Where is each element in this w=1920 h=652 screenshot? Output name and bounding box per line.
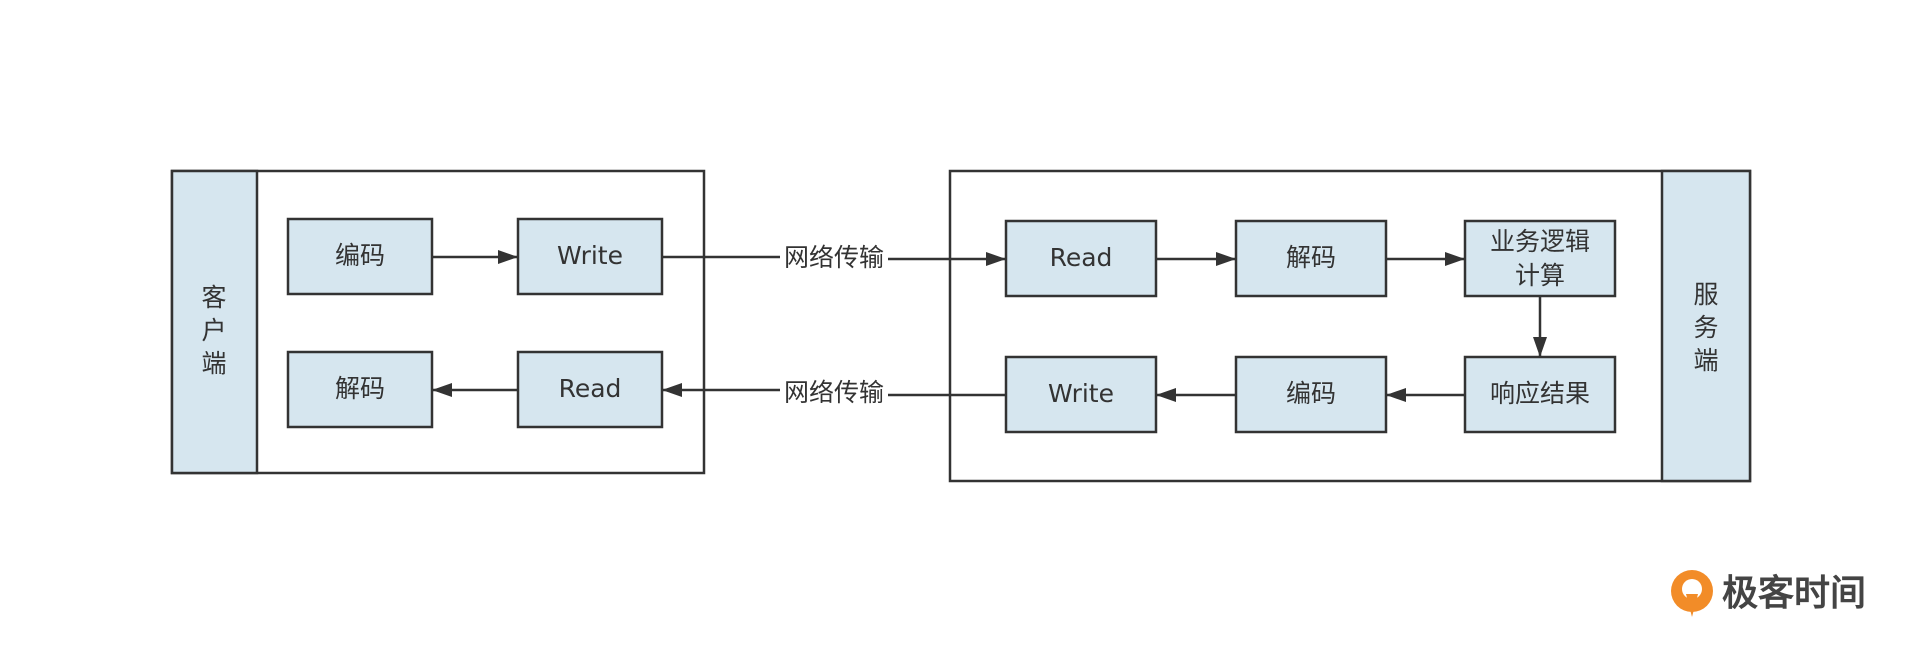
logo-text: 极客时间 — [1722, 573, 1866, 614]
server-label-3: 端 — [1693, 346, 1718, 375]
geektime-logo-icon — [1671, 570, 1713, 617]
svg-text:Read: Read — [1050, 243, 1113, 272]
network-request-label: 网络传输 — [784, 243, 884, 272]
client-encode-node: 编码 — [286, 217, 434, 296]
network-request-edge: 网络传输 — [662, 243, 1006, 272]
svg-text:解码: 解码 — [335, 374, 385, 403]
svg-text:Write: Write — [557, 241, 623, 270]
svg-text:编码: 编码 — [335, 241, 385, 270]
svg-text:计算: 计算 — [1515, 261, 1565, 290]
svg-text:解码: 解码 — [1286, 243, 1336, 272]
svg-text:Write: Write — [1048, 379, 1114, 408]
server-encode-node: 编码 — [1234, 355, 1388, 434]
server-label-1: 服 — [1693, 280, 1718, 309]
server-read-node: Read — [1004, 219, 1158, 298]
svg-text:业务逻辑: 业务逻辑 — [1490, 227, 1590, 256]
server-label-2: 务 — [1693, 313, 1718, 342]
svg-text:Read: Read — [559, 374, 622, 403]
svg-text:编码: 编码 — [1286, 379, 1336, 408]
server-container: 服 务 端 Read 解码 业务逻辑 计算 响应结果 编码 Write — [948, 169, 1752, 483]
client-decode-node: 解码 — [286, 350, 434, 429]
server-decode-node: 解码 — [1234, 219, 1388, 298]
server-response-node: 响应结果 — [1463, 355, 1617, 434]
client-label-3: 端 — [201, 349, 226, 378]
network-response-label: 网络传输 — [784, 378, 884, 407]
server-business-node: 业务逻辑 计算 — [1463, 219, 1617, 298]
svg-text:响应结果: 响应结果 — [1490, 379, 1590, 408]
client-read-node: Read — [516, 350, 664, 429]
server-side-label-bar — [1660, 169, 1752, 483]
client-container: 客 户 端 编码 Write 解码 Read — [170, 169, 706, 475]
network-response-edge: 网络传输 — [662, 378, 1006, 407]
client-write-node: Write — [516, 217, 664, 296]
geektime-logo: 极客时间 — [1671, 570, 1866, 617]
client-label-1: 客 — [201, 283, 226, 312]
server-write-node: Write — [1004, 355, 1158, 434]
client-label-2: 户 — [201, 316, 226, 345]
client-side-label-bar — [170, 169, 259, 475]
